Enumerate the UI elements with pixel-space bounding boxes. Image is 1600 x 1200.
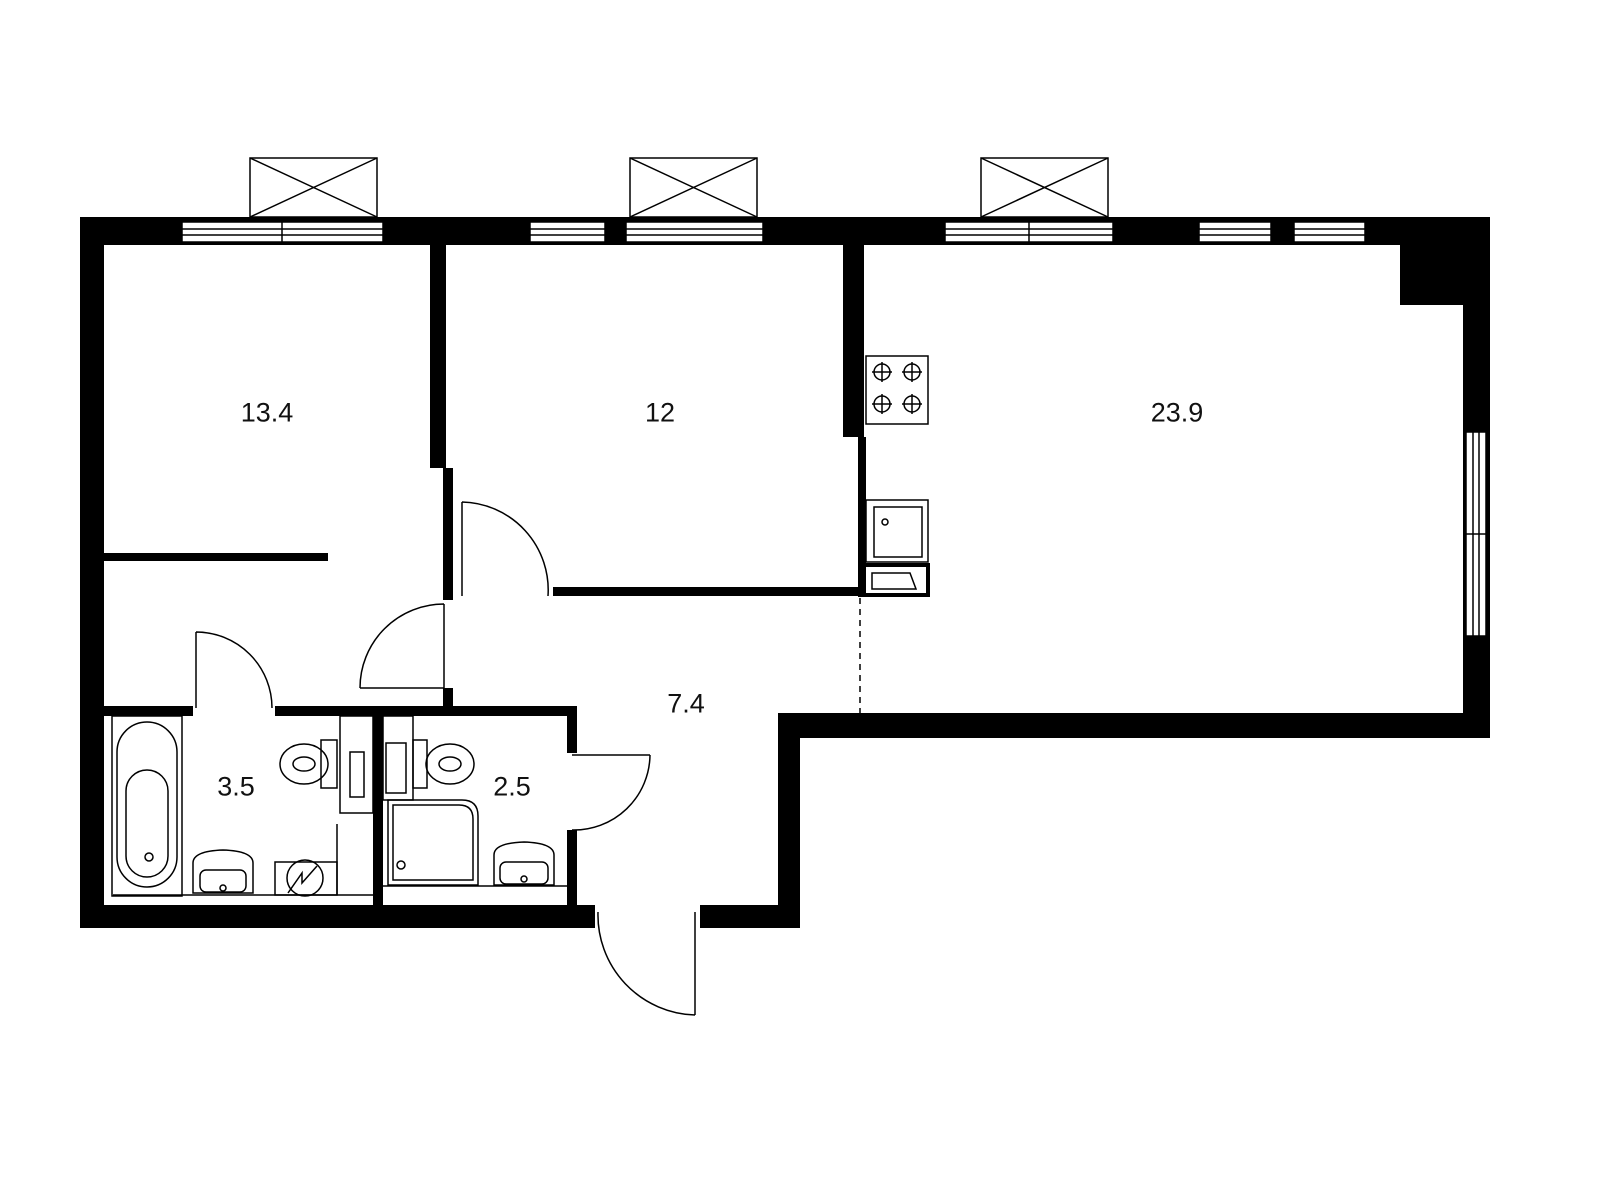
room-area-bedroom-1: 13.4 xyxy=(240,397,294,428)
shower-icon xyxy=(387,799,479,886)
stove-icon xyxy=(865,355,929,425)
room-area-hallway: 7.4 xyxy=(667,688,705,719)
balcony-icon xyxy=(249,157,378,218)
walls xyxy=(80,217,1490,928)
window-icon xyxy=(625,221,764,243)
door-icon xyxy=(571,754,651,831)
sink-icon xyxy=(865,499,929,563)
bathtub-icon xyxy=(111,715,183,897)
window-icon xyxy=(1293,221,1366,243)
toilet-icon xyxy=(412,739,475,789)
door-icon xyxy=(461,501,549,597)
toilet-icon xyxy=(279,739,338,789)
door-icon xyxy=(359,603,445,689)
cistern-icon xyxy=(339,715,374,814)
electrical-panel-icon xyxy=(274,859,338,897)
balcony-icon xyxy=(980,157,1109,218)
washbasin-icon xyxy=(192,849,254,894)
room-area-kitchen-living: 23.9 xyxy=(1150,397,1204,428)
appliance-icon xyxy=(862,563,930,597)
room-area-bedroom-2: 12 xyxy=(644,397,676,428)
doors xyxy=(195,501,861,1016)
window-icon xyxy=(944,221,1114,243)
fixtures xyxy=(111,355,930,897)
room-area-wc: 2.5 xyxy=(493,771,531,802)
windows xyxy=(181,221,1487,637)
room-area-bathroom: 3.5 xyxy=(217,771,255,802)
window-icon xyxy=(1465,431,1487,637)
window-icon xyxy=(181,221,384,243)
door-icon xyxy=(195,631,273,709)
door-icon xyxy=(597,911,696,1016)
balcony-icon xyxy=(629,157,758,218)
balconies xyxy=(249,157,1109,218)
window-icon xyxy=(529,221,606,243)
washbasin-icon xyxy=(493,841,555,886)
window-icon xyxy=(1198,221,1272,243)
cistern-icon xyxy=(382,715,414,801)
